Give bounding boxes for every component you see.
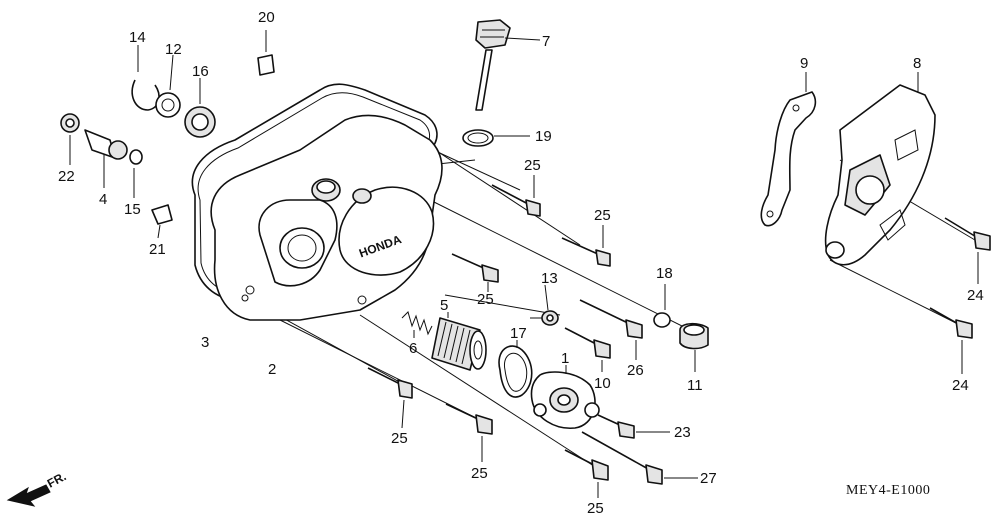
callout-21: 21 bbox=[149, 241, 166, 258]
callout-25-d: 25 bbox=[391, 430, 408, 447]
callout-13: 13 bbox=[541, 270, 558, 287]
leader-lines bbox=[249, 129, 976, 471]
crankcase-cover: HONDA bbox=[210, 114, 443, 321]
callout-19: 19 bbox=[535, 128, 552, 145]
o-ring bbox=[462, 129, 530, 147]
callout-24-a: 24 bbox=[967, 287, 984, 304]
callout-7: 7 bbox=[542, 33, 550, 50]
callout-25-b: 25 bbox=[594, 207, 611, 224]
callout-23: 23 bbox=[674, 424, 691, 441]
front-label: FR. bbox=[45, 469, 69, 490]
guard-plate bbox=[760, 72, 817, 227]
callout-12: 12 bbox=[165, 41, 182, 58]
callout-9: 9 bbox=[800, 55, 808, 72]
callout-25-c: 25 bbox=[477, 291, 494, 308]
callout-3: 3 bbox=[201, 334, 209, 351]
callout-labels: 20 14 12 16 22 4 15 21 3 2 7 19 25 25 25… bbox=[58, 9, 984, 517]
callout-6: 6 bbox=[409, 340, 417, 357]
callout-25-e: 25 bbox=[471, 465, 488, 482]
bolts bbox=[367, 175, 991, 498]
callout-15: 15 bbox=[124, 201, 141, 218]
callout-17: 17 bbox=[510, 325, 527, 342]
callout-4: 4 bbox=[99, 191, 107, 208]
sprocket-guard bbox=[824, 72, 936, 266]
front-direction-indicator: FR. bbox=[6, 469, 69, 507]
small-parts-left bbox=[60, 30, 275, 239]
callout-20: 20 bbox=[258, 9, 275, 26]
callout-10: 10 bbox=[594, 375, 611, 392]
callout-22: 22 bbox=[58, 168, 75, 185]
callout-16: 16 bbox=[192, 63, 209, 80]
callout-25-f: 25 bbox=[587, 500, 604, 517]
callout-14: 14 bbox=[129, 29, 146, 46]
oil-dipstick bbox=[475, 19, 541, 111]
callout-27: 27 bbox=[700, 470, 717, 487]
callout-25-a: 25 bbox=[524, 157, 541, 174]
callout-5: 5 bbox=[440, 297, 448, 314]
callout-11: 11 bbox=[687, 377, 703, 394]
spring bbox=[401, 311, 433, 338]
callout-18: 18 bbox=[656, 265, 673, 282]
callout-2: 2 bbox=[268, 361, 276, 378]
callout-24-b: 24 bbox=[952, 377, 969, 394]
diagram-code: MEY4-E1000 bbox=[846, 483, 930, 498]
oil-filter bbox=[431, 312, 487, 371]
callout-26: 26 bbox=[627, 362, 644, 379]
filter-cover-parts bbox=[498, 284, 709, 429]
callout-8: 8 bbox=[913, 55, 921, 72]
callout-1: 1 bbox=[561, 350, 569, 367]
